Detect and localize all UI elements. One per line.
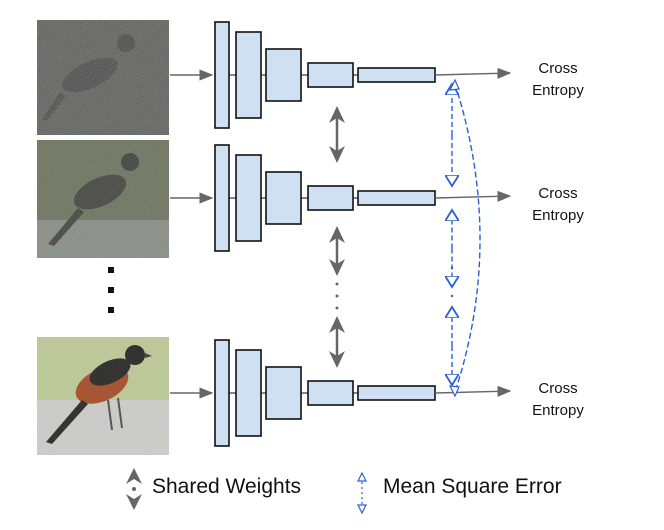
- mse-curved-arrow-head-top: [448, 78, 460, 91]
- output-label-2-line1: Cross: [538, 185, 577, 202]
- mse-dot: [450, 294, 454, 298]
- output-label-3-line2: Entropy: [532, 402, 584, 419]
- layer-block-4: [307, 62, 354, 88]
- network-row-1: [170, 21, 512, 129]
- output-label-1-line2: Entropy: [532, 82, 584, 99]
- layer-block-2: [235, 154, 262, 242]
- mse-dot: [450, 266, 454, 270]
- mse-curved-arrow-head-bottom: [448, 385, 460, 398]
- layer-block-1: [214, 21, 230, 129]
- network-row-3: [170, 339, 512, 447]
- layer-block-3: [265, 48, 302, 102]
- output-label-2-line2: Entropy: [532, 207, 584, 224]
- legend-mean-square-error-icon: [357, 471, 367, 515]
- bird-image-medium-noise: [37, 140, 169, 258]
- layer-block-5: [357, 67, 436, 83]
- output-label-3-line1: Cross: [538, 380, 577, 397]
- layer-block-1: [214, 144, 230, 252]
- layer-block-4: [307, 185, 354, 211]
- mse-curved-arrow: [454, 83, 481, 393]
- layer-block-3: [265, 366, 302, 420]
- layer-block-1: [214, 339, 230, 447]
- layer-block-2: [235, 349, 262, 437]
- network-row-2: [170, 144, 512, 252]
- output-label-1-line1: Cross: [538, 60, 577, 77]
- shared-weights-arrow-icon: [329, 226, 345, 276]
- shared-weights-arrow-icon: [329, 316, 345, 368]
- legend-shared-weights-icon: [126, 468, 142, 510]
- output-arrow: [434, 190, 512, 202]
- continuation-dots-icon: [108, 267, 114, 313]
- mean-square-error-arrows: [448, 78, 481, 398]
- bird-image-high-noise: [37, 20, 169, 135]
- bird-image-low-noise: [37, 337, 169, 455]
- output-arrow: [434, 385, 512, 397]
- shared-weights-dot: [335, 306, 339, 310]
- layer-block-3: [265, 171, 302, 225]
- shared-weights-dot: [335, 294, 339, 298]
- output-arrow: [434, 67, 512, 79]
- layer-block-5: [357, 190, 436, 206]
- legend-mean-square-error-label: Mean Square Error: [383, 475, 562, 498]
- shared-weights-arrows: [329, 106, 345, 368]
- legend-shared-weights-label: Shared Weights: [152, 475, 301, 498]
- layer-block-2: [235, 31, 262, 119]
- shared-weights-dot: [335, 282, 339, 286]
- networks: [170, 21, 512, 447]
- layer-block-4: [307, 380, 354, 406]
- shared-weights-arrow-icon: [329, 106, 345, 163]
- layer-block-5: [357, 385, 436, 401]
